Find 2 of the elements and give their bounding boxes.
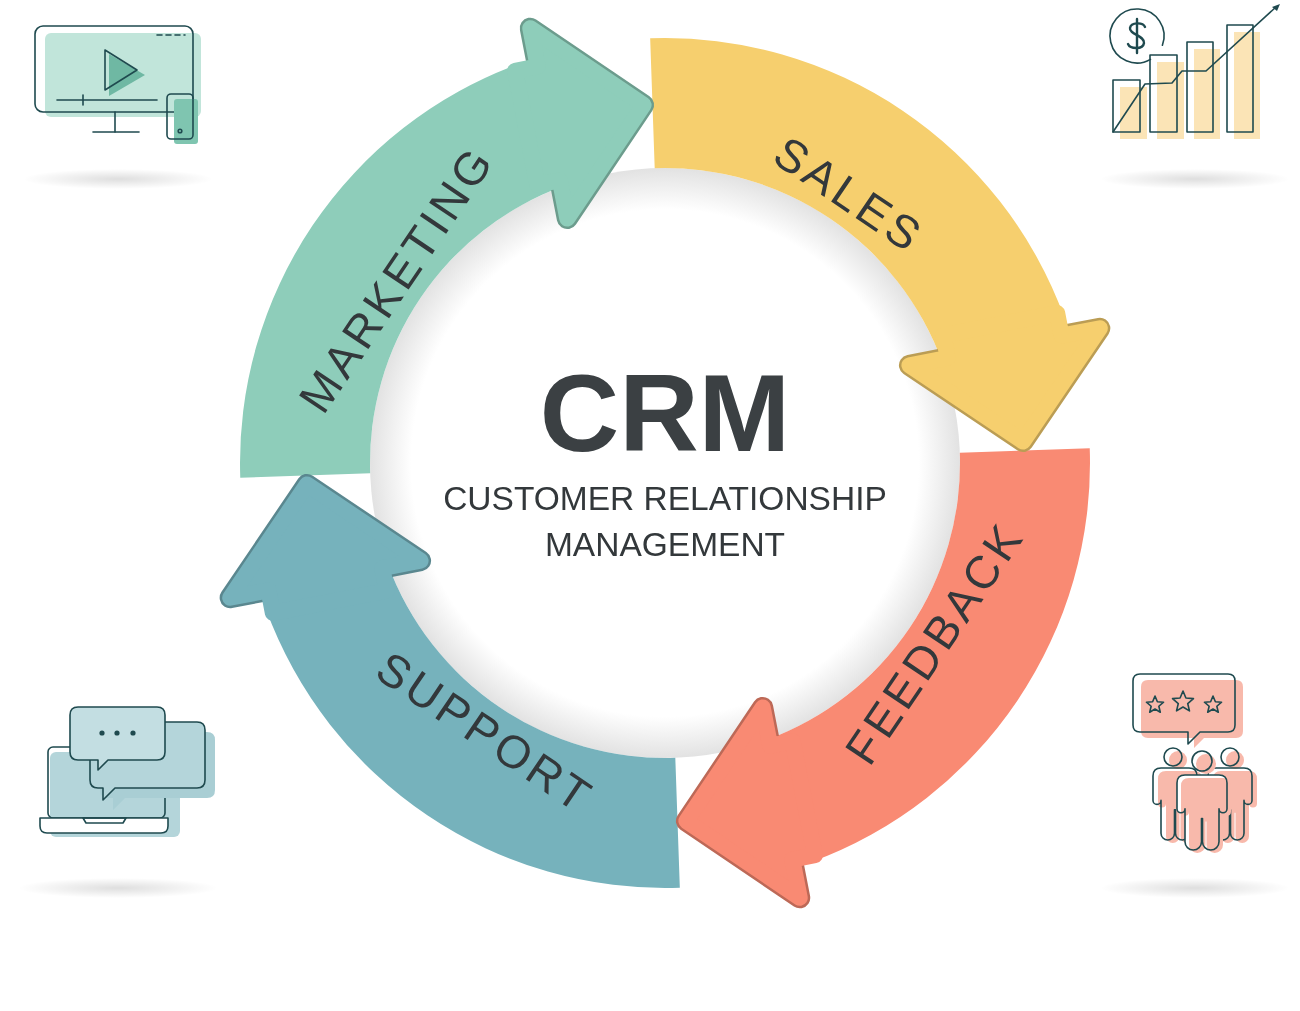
center-subtitle: CUSTOMER RELATIONSHIP MANAGEMENT	[442, 479, 887, 563]
center-title: CRM	[539, 358, 791, 469]
